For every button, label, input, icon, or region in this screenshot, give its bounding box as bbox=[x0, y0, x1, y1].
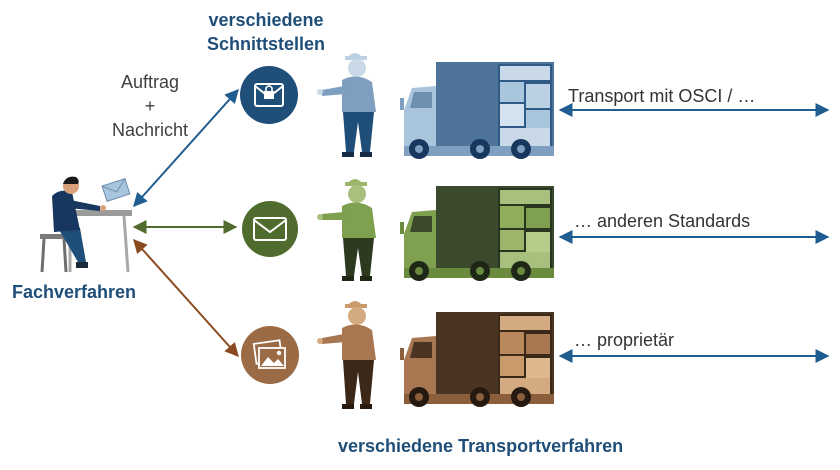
transport-label-standards: … anderen Standards bbox=[574, 211, 751, 231]
transport-label-proprietary: … proprietär bbox=[574, 330, 675, 350]
person-at-desk-icon bbox=[40, 176, 132, 273]
arrow-to-interface-3 bbox=[133, 238, 239, 358]
order-label-line2: + bbox=[144, 96, 156, 116]
secure-mail-icon bbox=[240, 66, 298, 124]
transport-label-osci: Transport mit OSCI / … bbox=[568, 86, 756, 106]
interfaces-title: verschiedene Schnittstellen bbox=[206, 10, 326, 54]
truck-blue-icon bbox=[400, 62, 554, 159]
procedure-label: Fachverfahren bbox=[12, 282, 137, 302]
courier-blue-icon bbox=[317, 53, 376, 157]
image-icon bbox=[241, 326, 299, 384]
order-label-line3: Nachricht bbox=[111, 120, 189, 140]
transport-methods-title: verschiedene Transportverfahren bbox=[338, 436, 624, 456]
arrow-to-interface-1 bbox=[133, 88, 239, 208]
courier-brown-icon bbox=[317, 301, 376, 409]
envelope-icon bbox=[242, 201, 298, 257]
order-message-label: Auftrag + Nachricht bbox=[100, 70, 200, 142]
order-label-line1: Auftrag bbox=[120, 72, 180, 92]
courier-green-icon bbox=[317, 179, 376, 281]
truck-green-icon bbox=[400, 186, 554, 281]
truck-brown-icon bbox=[400, 312, 554, 407]
